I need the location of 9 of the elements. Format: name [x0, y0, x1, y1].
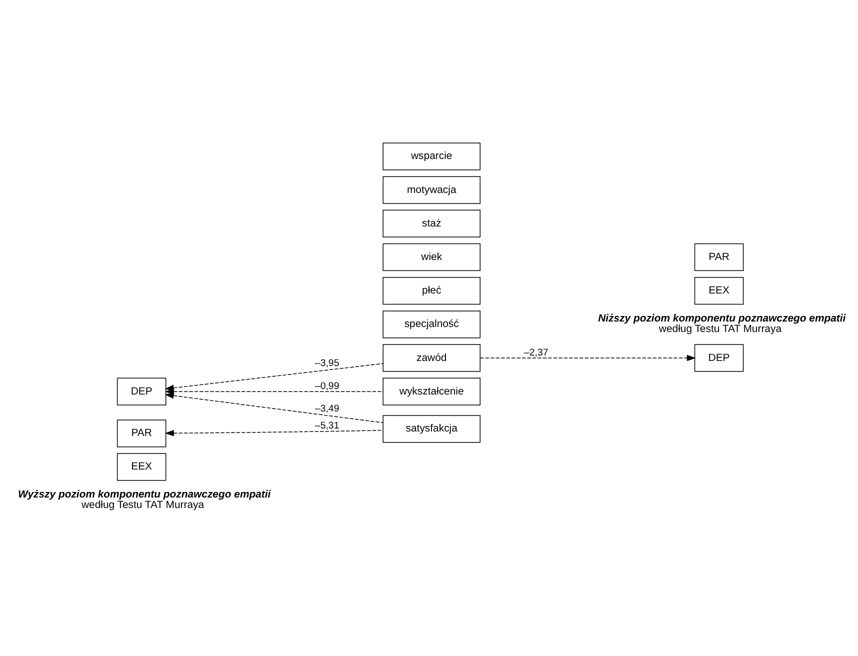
label: według Testu TAT Murraya [81, 500, 204, 511]
label: Niższy poziom komponentu poznawczego empatii [598, 313, 846, 324]
edge-label: –5,31 [314, 420, 340, 431]
edge-label: –3,49 [314, 402, 340, 414]
edge-label: –2,37 [524, 346, 548, 358]
label: według Testu TAT Murraya [658, 324, 782, 335]
edge-label: –3,95 [314, 357, 340, 368]
edge-label: –0,99 [314, 380, 340, 392]
label: Wyższy poziom komponentu poznawczego empatii [18, 489, 271, 500]
